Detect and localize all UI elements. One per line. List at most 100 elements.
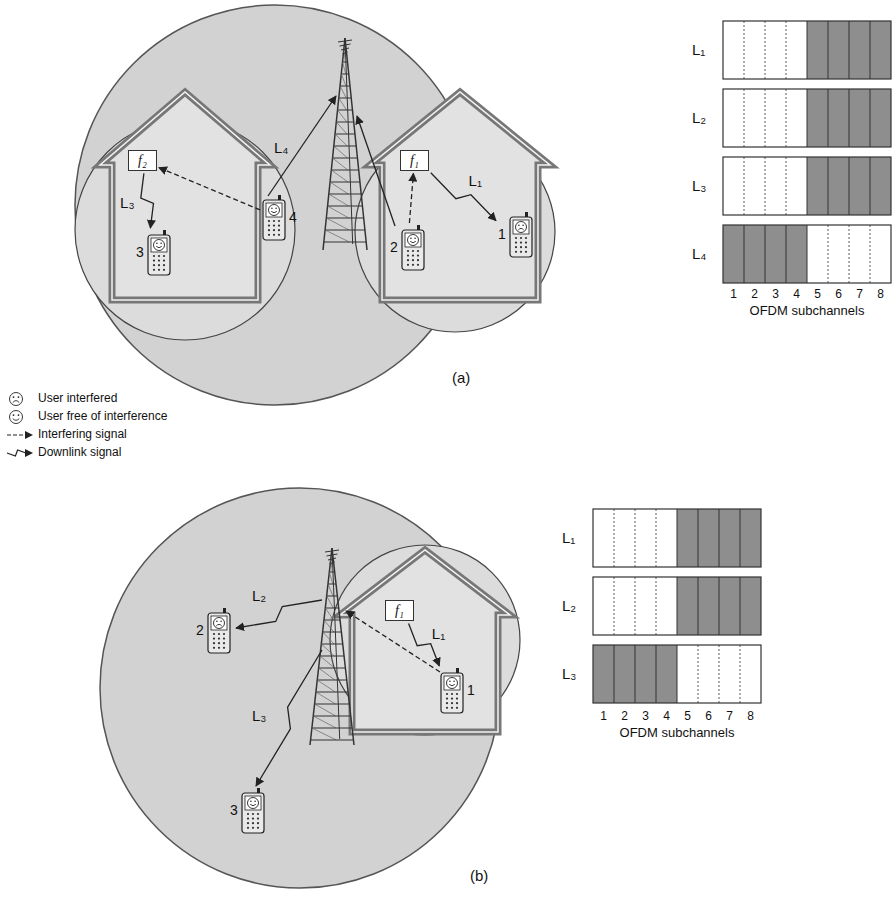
legend-sample (6, 409, 34, 425)
user-phone: 4 (262, 195, 297, 241)
tower (310, 548, 354, 745)
subchannel-cells (722, 20, 892, 80)
link-label: L₁ (562, 530, 592, 547)
user-phone: 1 (498, 212, 533, 258)
link-label: L₄ (692, 246, 722, 263)
legend-row: User interfered (6, 390, 167, 408)
panel-label: (a) (452, 370, 470, 387)
subchannel-cells (722, 88, 892, 148)
interfering-signal (159, 168, 260, 210)
link-label: L₃ (562, 666, 592, 683)
house-line (370, 92, 550, 300)
phone-icon (401, 225, 425, 271)
link-label: L₁ (469, 172, 482, 189)
subchannel-number: 1 (730, 288, 737, 301)
user-number: 1 (467, 683, 475, 698)
user-phone: 2 (390, 225, 425, 271)
subchannel-bar: L₁ (692, 20, 892, 80)
subchannel-bar: L₄ (692, 224, 892, 284)
subchannel-cells (722, 156, 892, 216)
link-label: L₂ (692, 110, 722, 127)
phone-icon (440, 668, 464, 714)
house-line (340, 550, 510, 732)
phone-icon (509, 212, 533, 258)
subchannel-cells (722, 224, 892, 284)
ap-label: f₁ (395, 603, 404, 618)
user-number: 3 (136, 245, 144, 260)
user-number: 3 (230, 803, 238, 818)
legend-text: Interfering signal (38, 428, 127, 441)
link-label: L₃ (252, 708, 266, 725)
user-number: 4 (289, 210, 297, 225)
subchannel-bar: L₁ (562, 508, 762, 568)
subchannel-bar: L₃ (562, 644, 762, 704)
link-label: L₂ (252, 588, 266, 605)
legend-text: Downlink signal (38, 446, 121, 459)
user-phone: 3 (230, 788, 265, 834)
downlink-signal (431, 173, 496, 221)
subchannel-number: 3 (642, 710, 649, 723)
subchannel-cells (592, 644, 762, 704)
legend-sample (6, 427, 34, 443)
subchannel-number: 6 (835, 288, 842, 301)
phone-icon (241, 788, 265, 834)
user-phone: 3 (136, 230, 171, 276)
link-label: L₃ (120, 195, 134, 212)
axis-label: OFDM subchannels (620, 726, 735, 740)
ap-label: f₂ (138, 153, 147, 168)
phone-icon (207, 608, 231, 654)
legend-row: Interfering signal (6, 426, 167, 444)
subchannel-number: 6 (705, 710, 712, 723)
panel-label: (b) (470, 868, 488, 885)
uplink-line (268, 96, 336, 196)
subchannel-bar: L₂ (692, 88, 892, 148)
legend-text: User free of interference (38, 410, 167, 423)
downlink-signal (141, 173, 154, 228)
femtocell (330, 545, 520, 735)
house (340, 550, 510, 732)
link-label: L₁ (432, 626, 445, 643)
phone-icon (147, 230, 171, 276)
subchannel-number: 3 (772, 288, 779, 301)
user-phone: 2 (196, 608, 231, 654)
ap-label: f₁ (410, 153, 419, 168)
subchannel-number: 4 (663, 710, 670, 723)
house (100, 92, 270, 300)
tower (323, 38, 367, 250)
subchannel-number: 7 (856, 288, 863, 301)
user-number: 2 (196, 623, 204, 638)
link-label: L₃ (692, 178, 722, 195)
subchannel-number: 8 (877, 288, 884, 301)
subchannel-cells (592, 508, 762, 568)
legend-row: User free of interference (6, 408, 167, 426)
subchannel-bar: L₃ (692, 156, 892, 216)
house-line (100, 92, 270, 300)
axis-label: OFDM subchannels (750, 304, 865, 318)
femto-access-point: f₁ (385, 600, 414, 621)
user-number: 1 (498, 227, 506, 242)
legend: User interferedUser free of interference… (6, 390, 167, 462)
subchannel-number: 2 (751, 288, 758, 301)
subchannel-number: 2 (621, 710, 628, 723)
link-label: L₄ (274, 140, 288, 157)
link-label: L₁ (692, 42, 722, 59)
subchannel-number: 5 (684, 710, 691, 723)
subchannel-number: 8 (747, 710, 754, 723)
subchannel-number: 1 (600, 710, 607, 723)
downlink-line (236, 600, 322, 628)
legend-text: User interfered (38, 392, 117, 405)
legend-row: Downlink signal (6, 444, 167, 462)
femto-access-point: f₂ (128, 150, 157, 171)
subchannel-number: 7 (726, 710, 733, 723)
subchannel-bar: L₂ (562, 576, 762, 636)
femto-access-point: f₁ (400, 150, 429, 171)
user-phone: 1 (440, 668, 475, 714)
subchannel-number: 4 (793, 288, 800, 301)
subchannel-number: 5 (814, 288, 821, 301)
interfering-signal (409, 173, 413, 223)
legend-sample (6, 445, 34, 461)
user-number: 2 (390, 240, 398, 255)
legend-sample (6, 391, 34, 407)
house (370, 92, 550, 300)
link-label: L₂ (562, 598, 592, 615)
